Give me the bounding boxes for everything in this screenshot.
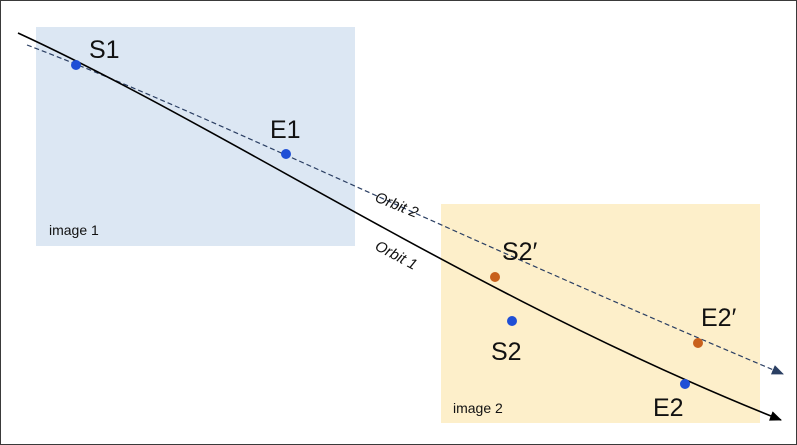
orbit-1-path [17,32,782,421]
point-s1 [71,60,81,70]
point-s2-prime [490,272,500,282]
point-e2-prime [693,338,703,348]
image-1-region [36,27,355,246]
point-e1 [281,149,291,159]
orbit-2-label: Orbit 2 [373,189,422,222]
point-s2 [507,316,517,326]
image-2-label: image 2 [453,400,503,416]
point-e2 [680,379,690,389]
label-s1: S1 [89,36,120,64]
label-e2: E2 [653,394,684,422]
label-e2-prime: E2′ [701,304,737,332]
image-1-label: image 1 [49,222,99,238]
image-2-region [441,204,760,423]
label-s2: S2 [491,338,522,366]
label-s2-prime: S2′ [502,238,538,266]
label-e1: E1 [270,116,301,144]
